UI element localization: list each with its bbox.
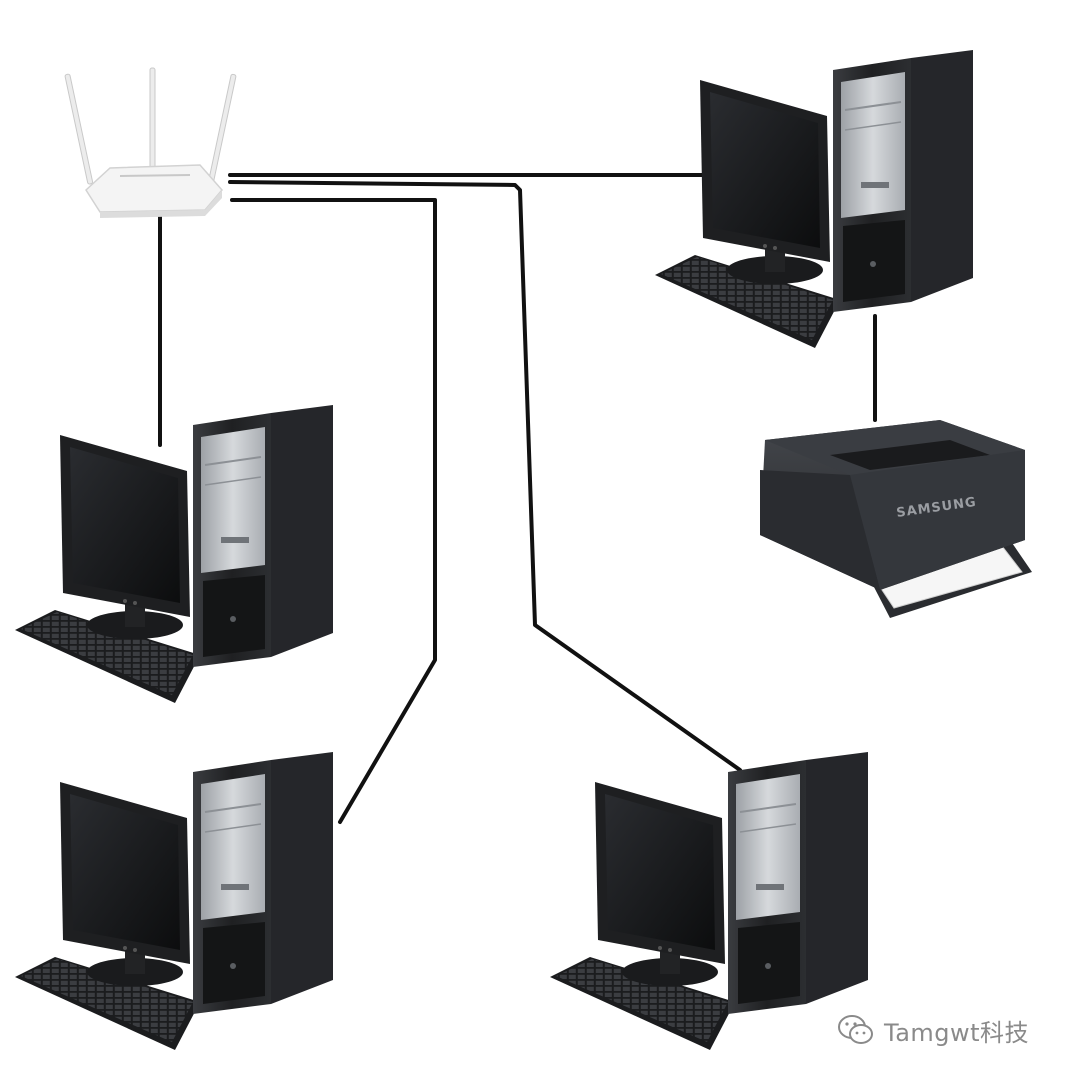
wifi-router-icon — [64, 67, 237, 218]
network-cables — [158, 173, 877, 824]
cable-router-to-bottom-left-computer — [230, 198, 437, 824]
desktop-computer-icon — [654, 49, 974, 349]
desktop-computer-icon — [549, 751, 869, 1051]
cable-router-to-bottom-right-computer — [228, 180, 742, 772]
watermark: Tamgwt科技 — [836, 1010, 1029, 1050]
wechat-logo-icon — [838, 1015, 873, 1044]
watermark-text: Tamgwt科技 — [884, 1018, 1030, 1047]
laser-printer-icon: SAMSUNG — [760, 420, 1032, 618]
desktop-computer-icon — [14, 404, 334, 704]
desktop-computer-icon — [14, 751, 334, 1051]
